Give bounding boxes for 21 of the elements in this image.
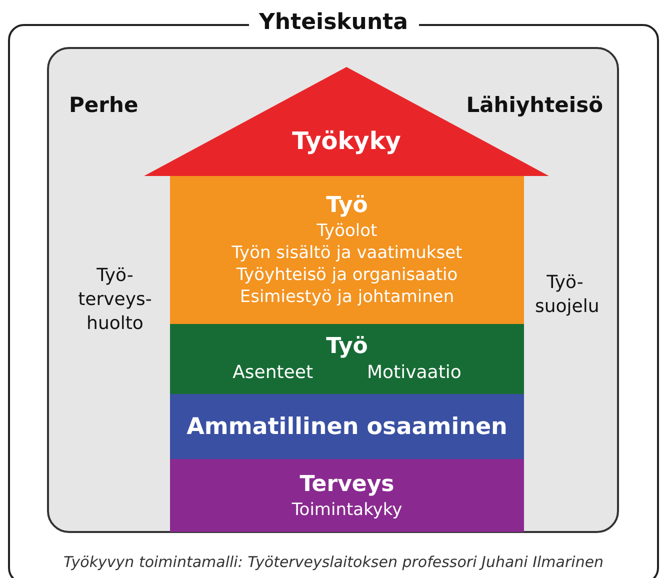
floor-item: Työolot: [316, 220, 378, 242]
floor-band: [170, 394, 524, 459]
floor-item: Asenteet: [232, 361, 314, 385]
caption: Työkyvyn toimintamalli: Työterveyslaitoksen professori Juhani Ilmarinen: [62, 553, 605, 571]
context-label: Perhe: [69, 93, 138, 117]
floor-title: Työ: [326, 333, 368, 361]
floor-item: Työyhteisö ja organisaatio: [236, 264, 458, 286]
side-label: Työ- terveys- huolto: [77, 264, 153, 336]
floor-item: Motivaatio: [367, 361, 462, 385]
floor-item: Esimiestyö ja johtaminen: [240, 286, 454, 308]
roof-title: Työkyky: [291, 127, 402, 155]
floor-item: Työn sisältö ja vaatimukset: [232, 242, 462, 264]
floor-title: Terveys: [300, 470, 394, 498]
environment-panel: [47, 47, 619, 533]
context-label: Lähiyhteisö: [466, 93, 603, 117]
floor-item: Toimintakyky: [292, 498, 402, 520]
floor-band: [170, 176, 524, 324]
floor-title: Ammatillinen osaaminen: [186, 412, 508, 440]
floor-title: Työ: [326, 192, 368, 220]
floor-band: [170, 459, 524, 532]
floor-band: [170, 324, 524, 394]
